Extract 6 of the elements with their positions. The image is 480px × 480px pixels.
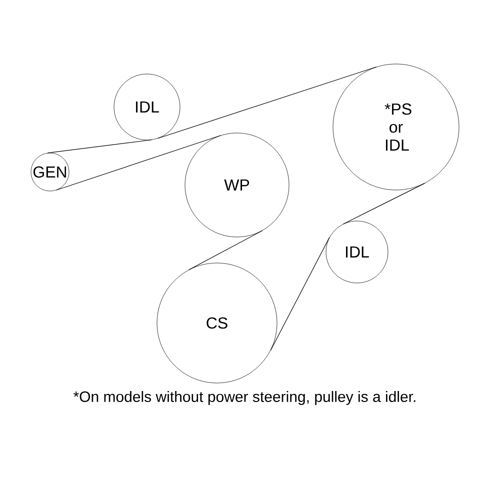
belt-line <box>158 66 377 139</box>
belt-line <box>56 135 222 190</box>
belt-line <box>343 183 425 224</box>
belt-line <box>188 230 263 270</box>
belt-line <box>47 140 152 154</box>
belt-line <box>270 237 330 351</box>
